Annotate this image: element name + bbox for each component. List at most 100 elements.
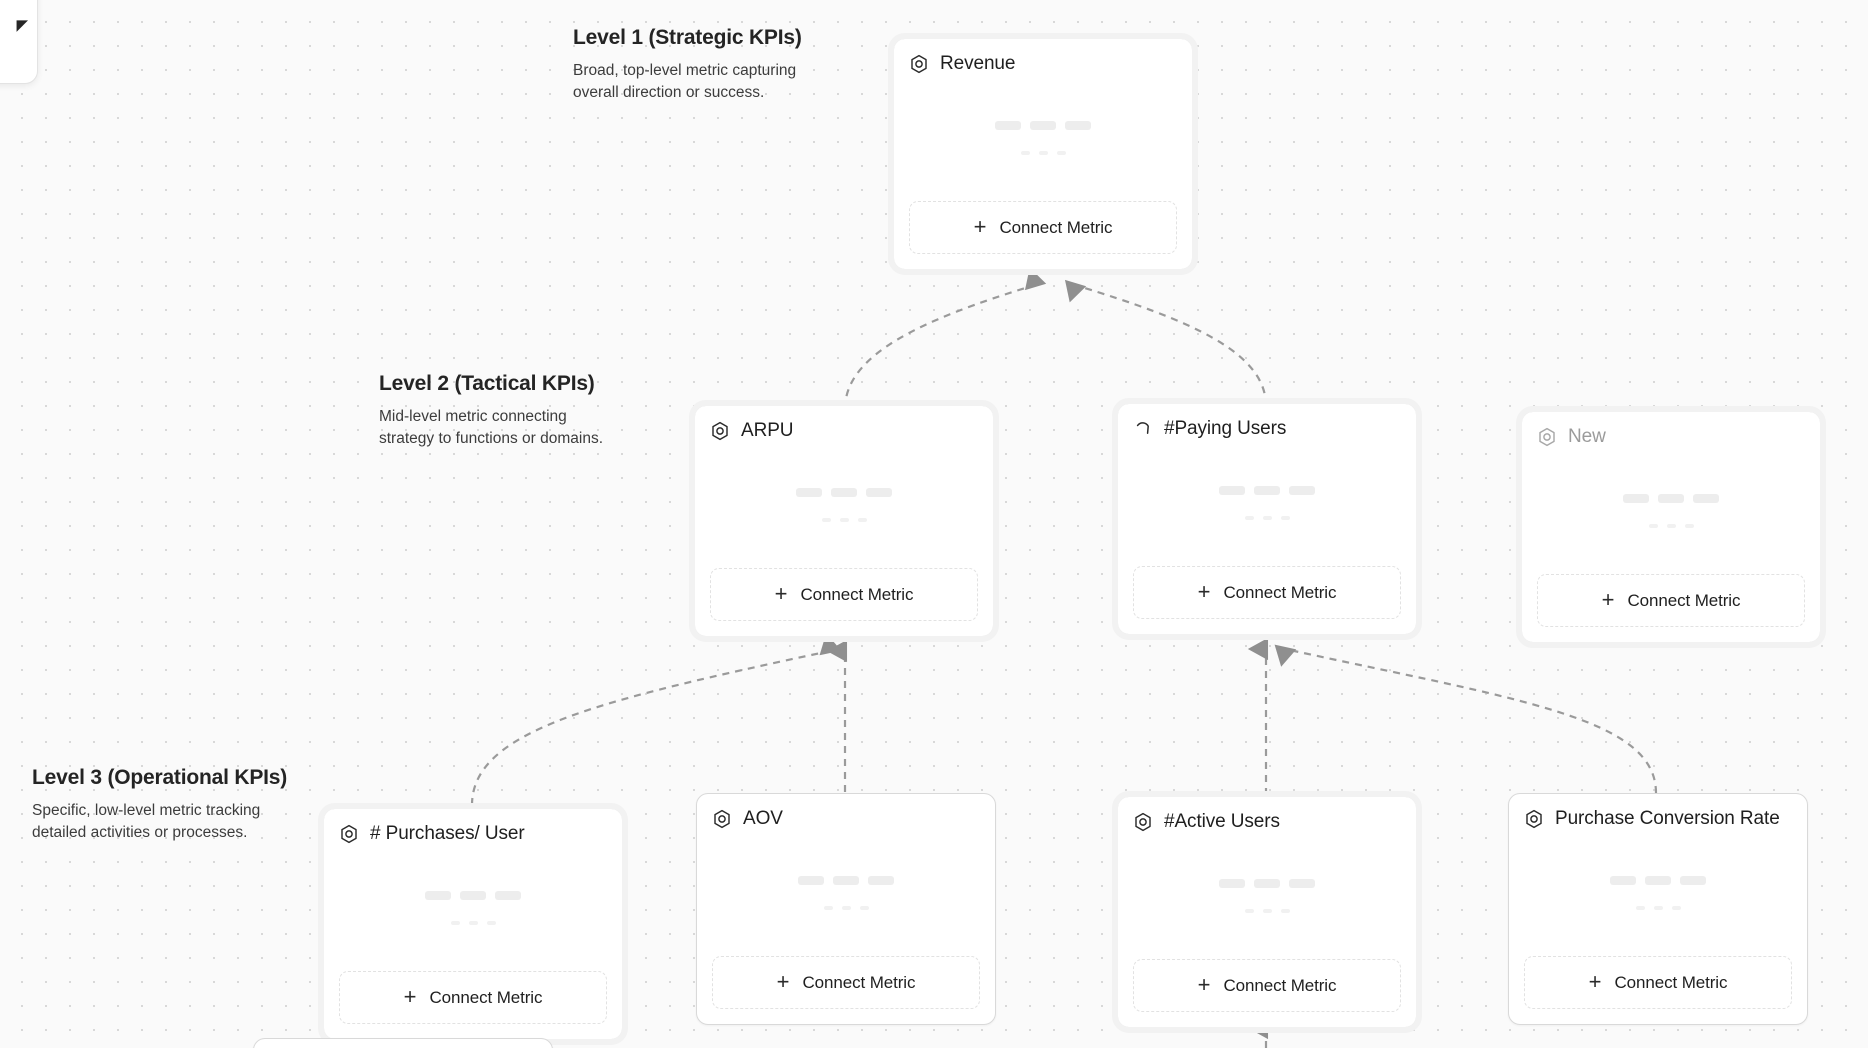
skeleton-row-secondary: [1635, 906, 1681, 910]
skeleton-row-primary: [796, 488, 892, 497]
edge-purchase-conversion-rate-to-paying-users: [1274, 644, 1658, 794]
card-skeleton-body: [1537, 448, 1805, 574]
skeleton-bar: [1635, 906, 1645, 910]
metric-card-purchase-conversion-rate[interactable]: Purchase Conversion Rate + Connect Metri…: [1508, 793, 1808, 1025]
skeleton-bar: [866, 488, 892, 497]
skeleton-row-primary: [798, 876, 894, 885]
skeleton-bar: [1610, 876, 1636, 885]
level-3-description: Specific, low-level metric tracking deta…: [32, 802, 261, 841]
skeleton-bar: [1254, 879, 1280, 888]
skeleton-bar: [460, 891, 486, 900]
card-skeleton-body: [339, 845, 607, 971]
floating-toolbar-panel[interactable]: ◤: [0, 0, 38, 84]
hexagon-metric-icon: [1537, 427, 1557, 447]
card-skeleton-body: [1133, 833, 1401, 959]
skeleton-bar: [1671, 906, 1681, 910]
plus-icon: +: [973, 213, 987, 239]
card-skeleton-body: [1524, 830, 1792, 956]
skeleton-row-primary: [425, 891, 521, 900]
skeleton-bar: [1030, 121, 1056, 130]
skeleton-bar: [1219, 486, 1245, 495]
card-skeleton-body: [909, 75, 1177, 201]
connect-metric-button[interactable]: + Connect Metric: [712, 956, 980, 1009]
connect-metric-button[interactable]: + Connect Metric: [710, 568, 978, 621]
card-title: AOV: [743, 808, 783, 829]
skeleton-bar: [1038, 151, 1048, 155]
skeleton-row-primary: [1219, 879, 1315, 888]
skeleton-bar: [1693, 494, 1719, 503]
card-title: Revenue: [940, 53, 1016, 74]
metric-card-offscreen-bottom[interactable]: [253, 1038, 553, 1048]
metric-card-active-users[interactable]: #Active Users + Connect Metric: [1112, 791, 1422, 1033]
connect-metric-button[interactable]: + Connect Metric: [1537, 574, 1805, 627]
level-1-description: Broad, top-level metric capturing overal…: [573, 62, 797, 101]
card-skeleton-body: [1133, 440, 1401, 566]
connect-metric-button[interactable]: + Connect Metric: [339, 971, 607, 1024]
skeleton-bar: [1262, 909, 1272, 913]
card-header: #Paying Users: [1133, 418, 1401, 440]
card-skeleton-body: [710, 442, 978, 568]
skeleton-bar: [1289, 879, 1315, 888]
card-title: ARPU: [741, 420, 794, 441]
plus-icon: +: [1197, 578, 1211, 604]
hexagon-metric-icon: [1133, 812, 1153, 832]
skeleton-bar: [1289, 486, 1315, 495]
level-1-label: Level 1 (Strategic KPIs) Broad, top-leve…: [573, 26, 833, 104]
skeleton-row-secondary: [1648, 524, 1694, 528]
card-title: Purchase Conversion Rate: [1555, 808, 1780, 829]
level-3-title: Level 3 (Operational KPIs): [32, 766, 288, 789]
metric-card-purchases-per-user[interactable]: # Purchases/ User + Connect Metric: [318, 803, 628, 1045]
card-title: New: [1568, 426, 1606, 447]
metric-card-revenue[interactable]: Revenue + Connect Metric: [888, 33, 1198, 275]
connect-metric-button[interactable]: + Connect Metric: [1133, 566, 1401, 619]
skeleton-bar: [495, 891, 521, 900]
skeleton-bar: [1280, 516, 1290, 520]
connect-metric-label: Connect Metric: [1223, 975, 1337, 995]
skeleton-bar: [1244, 909, 1254, 913]
skeleton-row-primary: [1623, 494, 1719, 503]
skeleton-bar: [841, 906, 851, 910]
skeleton-bar: [450, 921, 460, 925]
skeleton-bar: [1658, 494, 1684, 503]
skeleton-bar: [859, 906, 869, 910]
skeleton-bar: [1666, 524, 1676, 528]
skeleton-bar: [1254, 486, 1280, 495]
metric-card-paying-users[interactable]: #Paying Users + Connect Metric: [1112, 398, 1422, 640]
skeleton-bar: [857, 518, 867, 522]
plus-icon: +: [403, 983, 417, 1009]
card-header: Purchase Conversion Rate: [1524, 808, 1792, 830]
metric-card-new[interactable]: New + Connect Metric: [1516, 406, 1826, 648]
skeleton-bar: [821, 518, 831, 522]
metric-card-arpu[interactable]: ARPU + Connect Metric: [689, 400, 999, 642]
connect-metric-button[interactable]: + Connect Metric: [909, 201, 1177, 254]
connect-metric-label: Connect Metric: [802, 972, 916, 992]
skeleton-bar: [833, 876, 859, 885]
skeleton-bar: [1645, 876, 1671, 885]
connect-metric-label: Connect Metric: [1627, 590, 1741, 610]
skeleton-bar: [1065, 121, 1091, 130]
skeleton-row-primary: [995, 121, 1091, 130]
connect-metric-button[interactable]: + Connect Metric: [1524, 956, 1792, 1009]
skeleton-bar: [1684, 524, 1694, 528]
edge-paying-users-to-revenue: [1064, 279, 1268, 407]
skeleton-bar: [486, 921, 496, 925]
skeleton-bar: [468, 921, 478, 925]
connect-metric-label: Connect Metric: [429, 987, 543, 1007]
metric-card-aov[interactable]: AOV + Connect Metric: [696, 793, 996, 1025]
skeleton-bar: [1623, 494, 1649, 503]
skeleton-bar: [1262, 516, 1272, 520]
connect-metric-label: Connect Metric: [1223, 582, 1337, 602]
hexagon-metric-icon: [339, 824, 359, 844]
connect-metric-button[interactable]: + Connect Metric: [1133, 959, 1401, 1012]
skeleton-bar: [425, 891, 451, 900]
skeleton-row-primary: [1610, 876, 1706, 885]
skeleton-bar: [839, 518, 849, 522]
card-title: #Paying Users: [1164, 418, 1287, 439]
hexagon-metric-icon: [909, 54, 929, 74]
skeleton-row-secondary: [823, 906, 869, 910]
plus-icon: +: [1601, 586, 1615, 612]
skeleton-row-secondary: [450, 921, 496, 925]
skeleton-row-secondary: [1244, 909, 1290, 913]
plus-icon: +: [1197, 971, 1211, 997]
